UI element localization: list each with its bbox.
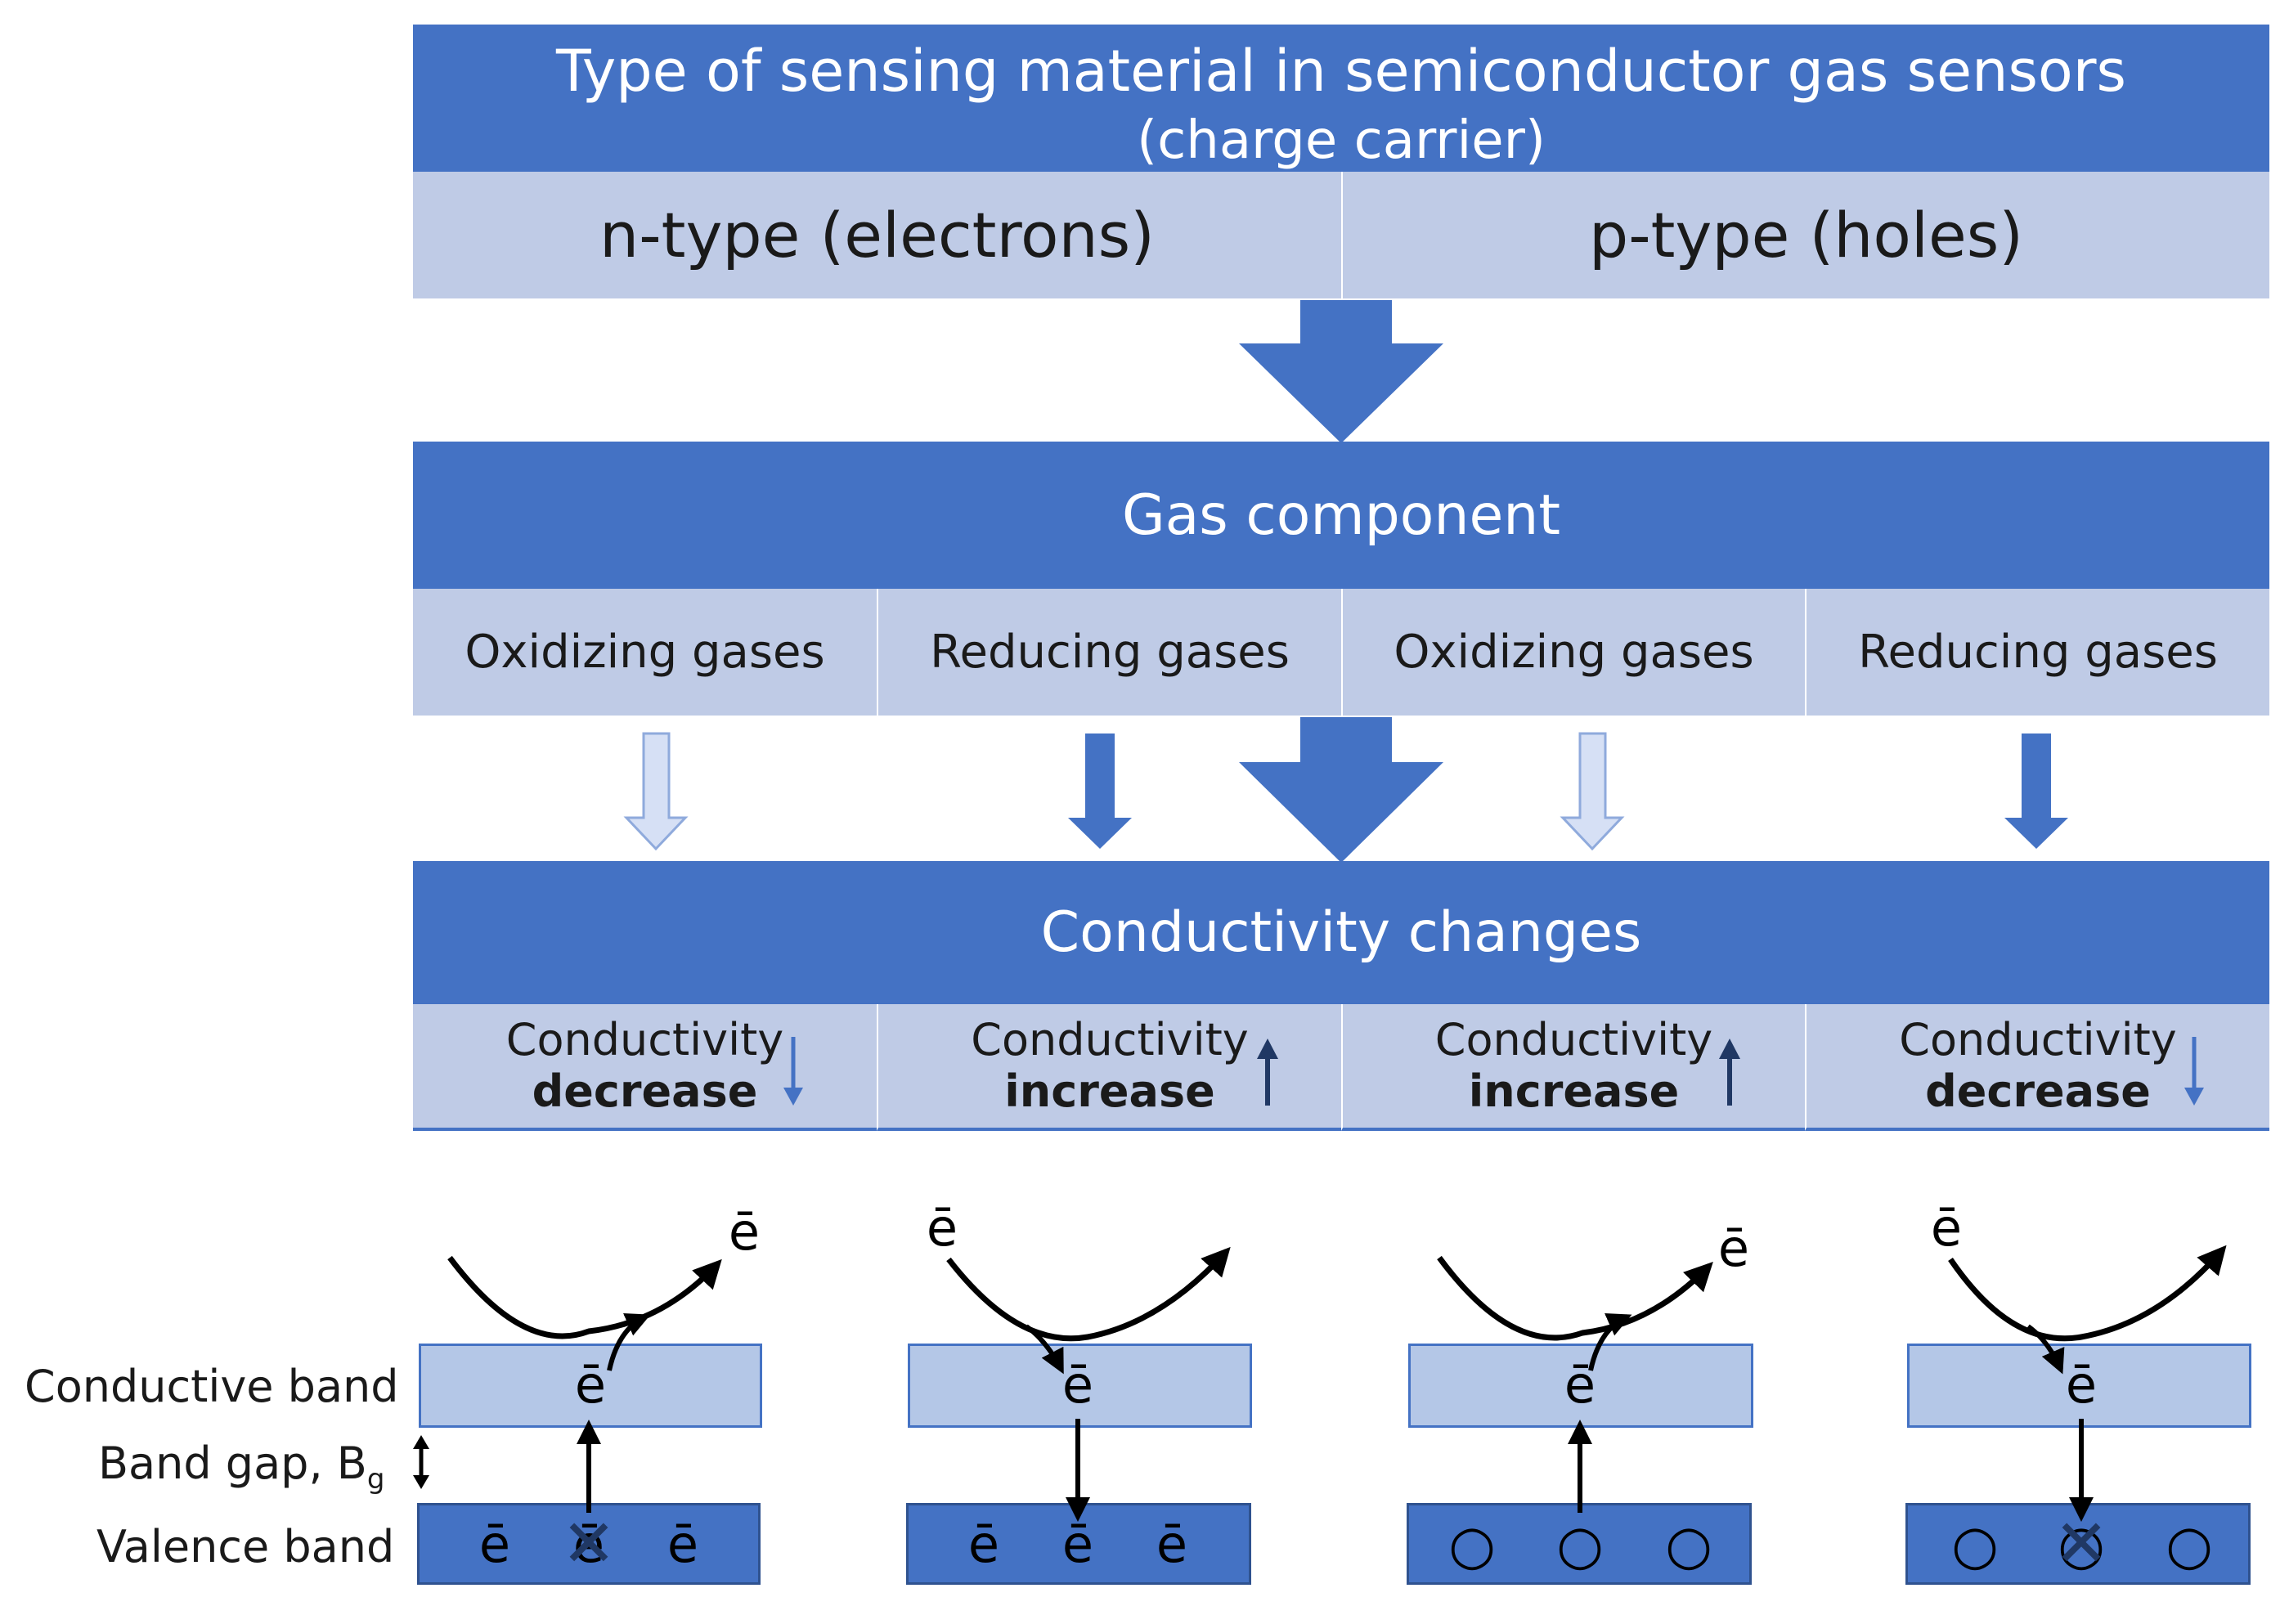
vb1-electron-3: ē — [667, 1514, 698, 1574]
big-arrow-down-1 — [1239, 300, 1443, 443]
panel-3-mechanism — [1437, 1255, 1713, 1513]
valence-band-3 — [1407, 1503, 1752, 1585]
conductivity-cell-2-change: increase — [1004, 1065, 1215, 1117]
vb3-hole-3: ○ — [1665, 1514, 1712, 1577]
vb1-electron-2: ē — [573, 1514, 604, 1574]
conductivity-cell-1-label: Conductivity — [505, 1014, 784, 1066]
panel-2-mechanism — [946, 1246, 1231, 1522]
gas-cell-3-label: Oxidizing gases — [1394, 626, 1754, 679]
gas-component-title: Gas component — [1121, 482, 1561, 548]
gas-cell-1: Oxidizing gases — [413, 589, 877, 716]
conductivity-arrow-2-up — [1257, 1039, 1278, 1106]
vb3-hole-1: ○ — [1448, 1514, 1496, 1577]
conductivity-arrow-1-down — [783, 1037, 803, 1106]
band-gap-label: Band gap, Bg — [98, 1438, 384, 1496]
vb2-electron-1: ē — [968, 1514, 999, 1574]
band-gap-label-subscript: g — [366, 1462, 385, 1496]
panel-1-mechanism — [447, 1255, 722, 1513]
title-line-1: Type of sensing material in semiconducto… — [555, 38, 2127, 105]
title-header: Type of sensing material in semiconducto… — [413, 25, 2269, 172]
conductivity-cell-2: Conductivity increase — [877, 1004, 1341, 1131]
conductivity-cell-3-label: Conductivity — [1434, 1014, 1713, 1066]
vb1-electron-1: ē — [479, 1514, 510, 1574]
free-electron-4: ē — [1931, 1198, 1962, 1258]
conductivity-cell-1: Conductivity decrease — [413, 1004, 877, 1131]
carrier-p-type: p-type (holes) — [1341, 172, 2269, 298]
cb-electron-1: ē — [575, 1355, 606, 1415]
vb2-electron-3: ē — [1156, 1514, 1187, 1574]
conductivity-arrow-3-up — [1719, 1039, 1740, 1106]
gas-arrow-2 — [1068, 733, 1132, 849]
gas-arrow-3 — [1560, 732, 1625, 851]
cb-electron-2: ē — [1062, 1355, 1093, 1415]
gas-cell-4: Reducing gases — [1805, 589, 2269, 716]
title-line-2: (charge carrier) — [1137, 110, 1546, 171]
band-gap-double-arrow — [413, 1435, 429, 1489]
big-arrow-down-2 — [1239, 717, 1443, 863]
gas-component-header: Gas component — [413, 442, 2269, 589]
cb-electron-3: ē — [1564, 1355, 1596, 1415]
gas-cell-2-label: Reducing gases — [930, 626, 1290, 679]
conductivity-cell-4-label: Conductivity — [1899, 1014, 2177, 1066]
gas-arrow-4 — [2004, 733, 2068, 849]
conductivity-cell-2-label: Conductivity — [971, 1014, 1249, 1066]
conductive-band-3 — [1408, 1344, 1753, 1428]
gas-arrow-1 — [623, 732, 689, 851]
valence-band-label: Valence band — [96, 1521, 395, 1572]
conductivity-title: Conductivity changes — [1040, 900, 1642, 965]
free-electron-1: ē — [729, 1202, 760, 1262]
vb4-hole-1: ○ — [1951, 1514, 1999, 1577]
gas-cell-1-label: Oxidizing gases — [465, 626, 825, 679]
band-gap-label-text: Band gap, B — [98, 1438, 367, 1489]
conductivity-header: Conductivity changes — [413, 861, 2269, 1004]
conductivity-cell-3-change: increase — [1468, 1065, 1680, 1117]
vb4-removed-mark: ✕ — [2053, 1505, 2108, 1581]
conductive-band-2 — [908, 1344, 1252, 1428]
conductivity-cell-1-change: decrease — [532, 1065, 758, 1117]
gas-cell-2: Reducing gases — [877, 589, 1341, 716]
gas-cell-4-label: Reducing gases — [1858, 626, 2218, 679]
conductivity-cell-4: Conductivity decrease — [1805, 1004, 2269, 1131]
carrier-p-type-label: p-type (holes) — [1588, 199, 2024, 271]
conductivity-cell-4-change: decrease — [1925, 1065, 2151, 1117]
conductivity-arrow-4-down — [2184, 1037, 2204, 1106]
vb4-hole-3: ○ — [2166, 1514, 2213, 1577]
gas-cell-3: Oxidizing gases — [1341, 589, 1805, 716]
free-electron-2: ē — [927, 1198, 958, 1258]
conductive-band-label: Conductive band — [25, 1361, 399, 1412]
cb-electron-4: ē — [2066, 1355, 2097, 1415]
free-electron-3: ē — [1718, 1218, 1749, 1278]
panel-4-mechanism — [1948, 1245, 2227, 1522]
carrier-n-type-label: n-type (electrons) — [599, 199, 1155, 271]
vb1-removed-mark: ✕ — [561, 1505, 616, 1581]
carrier-n-type: n-type (electrons) — [413, 172, 1341, 298]
vb4-hole-2: ○ — [2058, 1514, 2105, 1577]
vb3-hole-2: ○ — [1556, 1514, 1604, 1577]
vb2-electron-2: ē — [1062, 1514, 1093, 1574]
